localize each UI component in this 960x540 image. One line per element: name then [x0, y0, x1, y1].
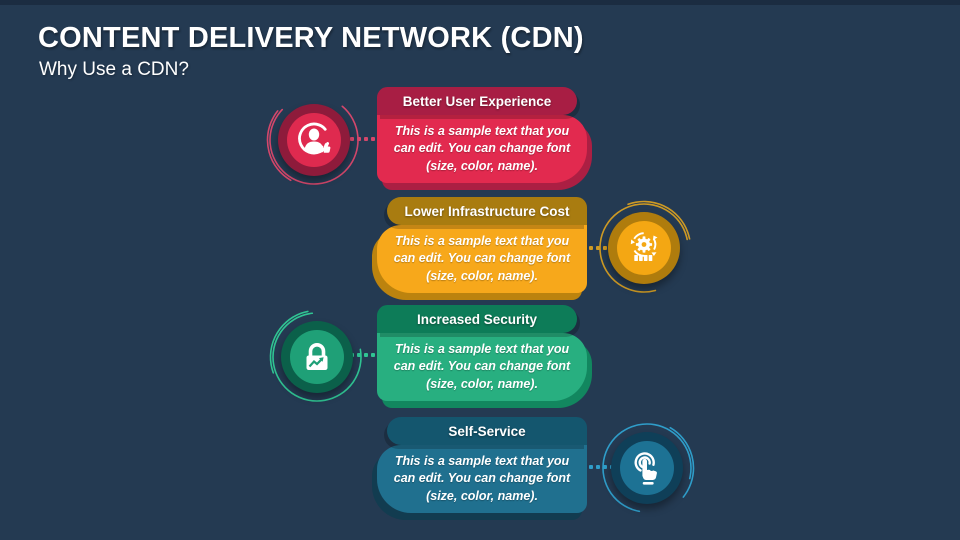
card-self-service: Self-Service This is a sample text that …: [377, 417, 587, 513]
page-subtitle: Why Use a CDN?: [39, 59, 189, 80]
decorative-arc-ring: [266, 92, 362, 188]
decorative-arc-ring: [269, 309, 365, 405]
card-body: This is a sample text that you can edit.…: [377, 115, 587, 183]
card-title: Lower Infrastructure Cost: [404, 203, 570, 219]
decorative-arc-ring: [596, 200, 692, 296]
card-title-bar: Better User Experience: [377, 87, 577, 115]
card-title-bar: Self-Service: [387, 417, 587, 445]
card-body-text: This is a sample text that you can edit.…: [393, 123, 571, 173]
card-lower-infrastructure-cost: Lower Infrastructure Cost This is a samp…: [377, 197, 587, 293]
card-title: Increased Security: [416, 311, 538, 327]
card-title: Self-Service: [448, 423, 526, 439]
card-body: This is a sample text that you can edit.…: [377, 225, 587, 293]
card-body: This is a sample text that you can edit.…: [377, 445, 587, 513]
card-better-user-experience: Better User Experience This is a sample …: [377, 87, 587, 183]
card-title-bar: Lower Infrastructure Cost: [387, 197, 587, 225]
card-title: Better User Experience: [402, 93, 552, 109]
card-increased-security: Increased Security This is a sample text…: [377, 305, 587, 401]
gear-sync-icon: [596, 200, 692, 296]
touch-icon: [599, 420, 695, 516]
decorative-arc-ring: [599, 420, 695, 516]
page-title: CONTENT DELIVERY NETWORK (CDN): [38, 22, 584, 54]
lock-chart-icon: [269, 309, 365, 405]
card-body-text: This is a sample text that you can edit.…: [393, 341, 571, 391]
user-thumbs-up-icon: [266, 92, 362, 188]
card-body-text: This is a sample text that you can edit.…: [393, 233, 571, 283]
card-body-text: This is a sample text that you can edit.…: [393, 453, 571, 503]
card-body: This is a sample text that you can edit.…: [377, 333, 587, 401]
slide-top-edge: [0, 0, 960, 5]
card-title-bar: Increased Security: [377, 305, 577, 333]
